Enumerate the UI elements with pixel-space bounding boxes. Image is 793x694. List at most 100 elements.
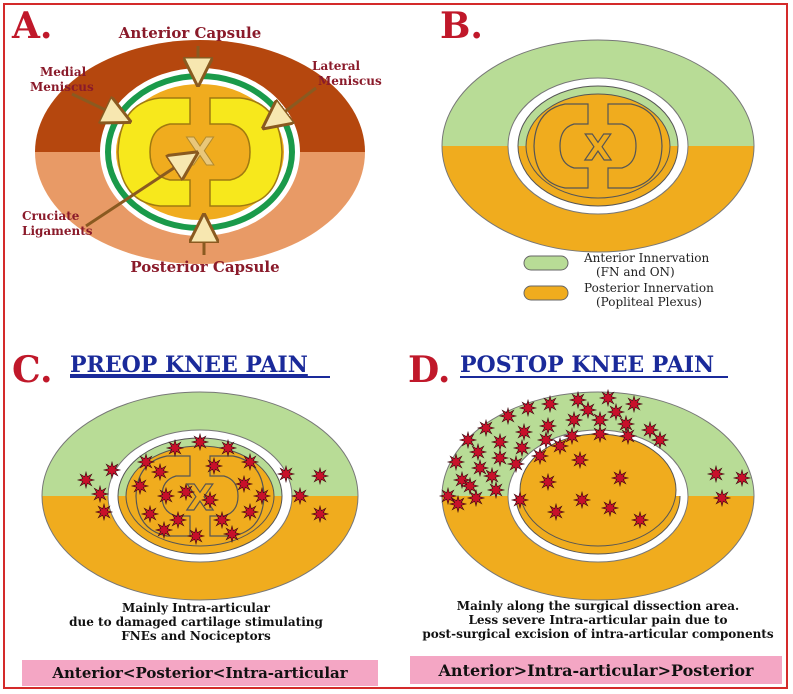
label-anterior-capsule: Anterior Capsule bbox=[118, 24, 262, 42]
pain-star-icon bbox=[136, 452, 156, 472]
pain-star-icon bbox=[482, 466, 502, 486]
d-joint-space bbox=[519, 433, 677, 547]
panel-d-letter: D. bbox=[408, 349, 450, 391]
pain-star-icon bbox=[310, 504, 330, 524]
pain-star-icon bbox=[310, 466, 330, 486]
pain-star-icon bbox=[176, 482, 196, 502]
pain-star-icon bbox=[630, 510, 650, 530]
pain-star-icon bbox=[538, 416, 558, 436]
panel-d-ranking: Anterior>Intra-articular>Posterior bbox=[438, 661, 755, 680]
panel-a-letter: A. bbox=[11, 5, 52, 47]
panel-b: B. X Anterior Innervation (FN and ON) Po… bbox=[440, 5, 755, 309]
panel-c-ranking: Anterior<Posterior<Intra-articular bbox=[51, 664, 348, 682]
label-lateral-meniscus-1: Lateral bbox=[312, 59, 360, 73]
pain-star-icon bbox=[252, 486, 272, 506]
pain-star-icon bbox=[514, 422, 534, 442]
d-pain-markers bbox=[438, 388, 752, 530]
panel-c-caption-1: Mainly Intra-articular bbox=[122, 601, 271, 615]
legend-anterior-line2: (FN and ON) bbox=[596, 265, 675, 279]
pain-star-icon bbox=[468, 442, 488, 462]
pain-star-icon bbox=[706, 464, 726, 484]
label-cruciate-2: Ligaments bbox=[22, 224, 93, 238]
figure-frame bbox=[3, 3, 788, 689]
panel-d-caption-1: Mainly along the surgical dissection are… bbox=[457, 599, 739, 613]
pain-star-icon bbox=[562, 426, 582, 446]
pain-star-icon bbox=[570, 450, 590, 470]
pain-star-icon bbox=[200, 490, 220, 510]
pain-star-icon bbox=[616, 414, 636, 434]
pain-star-icon bbox=[168, 510, 188, 530]
pain-star-icon bbox=[712, 488, 732, 508]
pain-star-icon bbox=[452, 470, 472, 490]
legend-swatch-posterior bbox=[523, 285, 569, 301]
pain-star-icon bbox=[140, 504, 160, 524]
pain-star-icon bbox=[102, 460, 122, 480]
pain-star-icon bbox=[572, 490, 592, 510]
pain-star-icon bbox=[165, 438, 185, 458]
pain-star-icon bbox=[618, 426, 638, 446]
pain-star-icon bbox=[600, 498, 620, 518]
panel-d: D. POSTOP KNEE PAIN Mainly along the sur… bbox=[408, 349, 782, 684]
pain-star-icon bbox=[546, 502, 566, 522]
pain-star-icon bbox=[498, 406, 518, 426]
pain-star-icon bbox=[446, 452, 466, 472]
pain-star-icon bbox=[190, 432, 210, 452]
pain-star-icon bbox=[650, 430, 670, 450]
panel-d-caption-3: post-surgical excision of intra-articula… bbox=[422, 627, 773, 641]
panel-c-caption-3: FNEs and Nociceptors bbox=[121, 629, 271, 643]
pain-star-icon bbox=[276, 464, 296, 484]
pain-star-icon bbox=[506, 454, 526, 474]
cruciate-x-mark: X bbox=[185, 130, 214, 174]
c-pain-markers bbox=[76, 432, 330, 546]
pain-star-icon bbox=[130, 476, 150, 496]
pain-star-icon bbox=[212, 510, 232, 530]
pain-star-icon bbox=[476, 418, 496, 438]
pain-star-icon bbox=[234, 474, 254, 494]
pain-star-icon bbox=[610, 468, 630, 488]
pain-star-icon bbox=[540, 394, 560, 414]
pain-star-icon bbox=[470, 458, 490, 478]
panel-c-caption-2: due to damaged cartilage stimulating bbox=[69, 615, 323, 629]
panel-c-ranking-box bbox=[22, 660, 378, 686]
pain-star-icon bbox=[438, 486, 458, 506]
pain-star-icon bbox=[76, 470, 96, 490]
pain-star-icon bbox=[624, 394, 644, 414]
pain-star-icon bbox=[240, 502, 260, 522]
pain-star-icon bbox=[512, 438, 532, 458]
label-cruciate-1: Cruciate bbox=[22, 209, 80, 223]
pain-star-icon bbox=[518, 398, 538, 418]
pain-star-icon bbox=[222, 524, 242, 544]
pain-star-icon bbox=[598, 388, 618, 408]
pain-star-icon bbox=[564, 410, 584, 430]
label-lateral-meniscus-2: Meniscus bbox=[318, 74, 382, 88]
pain-star-icon bbox=[606, 402, 626, 422]
legend-anterior-line1: Anterior Innervation bbox=[583, 251, 710, 265]
panel-a: A. X Anterior Capsule Medial Meniscus La… bbox=[11, 5, 382, 276]
panel-d-title: POSTOP KNEE PAIN bbox=[460, 352, 714, 378]
panel-b-letter: B. bbox=[440, 5, 483, 47]
pain-star-icon bbox=[578, 400, 598, 420]
pain-star-icon bbox=[550, 436, 570, 456]
pain-star-icon bbox=[186, 526, 206, 546]
panel-c: C. PREOP KNEE PAIN X Mainly Intra-articu… bbox=[12, 349, 378, 686]
pain-star-icon bbox=[538, 472, 558, 492]
legend-posterior-line2: (Popliteal Plexus) bbox=[596, 295, 702, 309]
panel-c-title: PREOP KNEE PAIN bbox=[70, 352, 308, 378]
legend-swatch-anterior bbox=[523, 255, 569, 271]
pain-star-icon bbox=[590, 424, 610, 444]
panel-d-caption-2: Less severe Intra-articular pain due to bbox=[468, 613, 727, 627]
pain-star-icon bbox=[154, 520, 174, 540]
label-posterior-capsule: Posterior Capsule bbox=[130, 258, 279, 276]
pain-star-icon bbox=[156, 486, 176, 506]
pain-star-icon bbox=[510, 490, 530, 510]
pain-star-icon bbox=[204, 456, 224, 476]
pain-star-icon bbox=[240, 452, 260, 472]
label-medial-meniscus-2: Meniscus bbox=[30, 80, 94, 94]
pain-star-icon bbox=[536, 430, 556, 450]
svg-text:X: X bbox=[584, 128, 612, 169]
panel-d-ranking-box bbox=[410, 656, 782, 684]
pain-star-icon bbox=[458, 430, 478, 450]
pain-star-icon bbox=[732, 468, 752, 488]
pain-star-icon bbox=[90, 484, 110, 504]
